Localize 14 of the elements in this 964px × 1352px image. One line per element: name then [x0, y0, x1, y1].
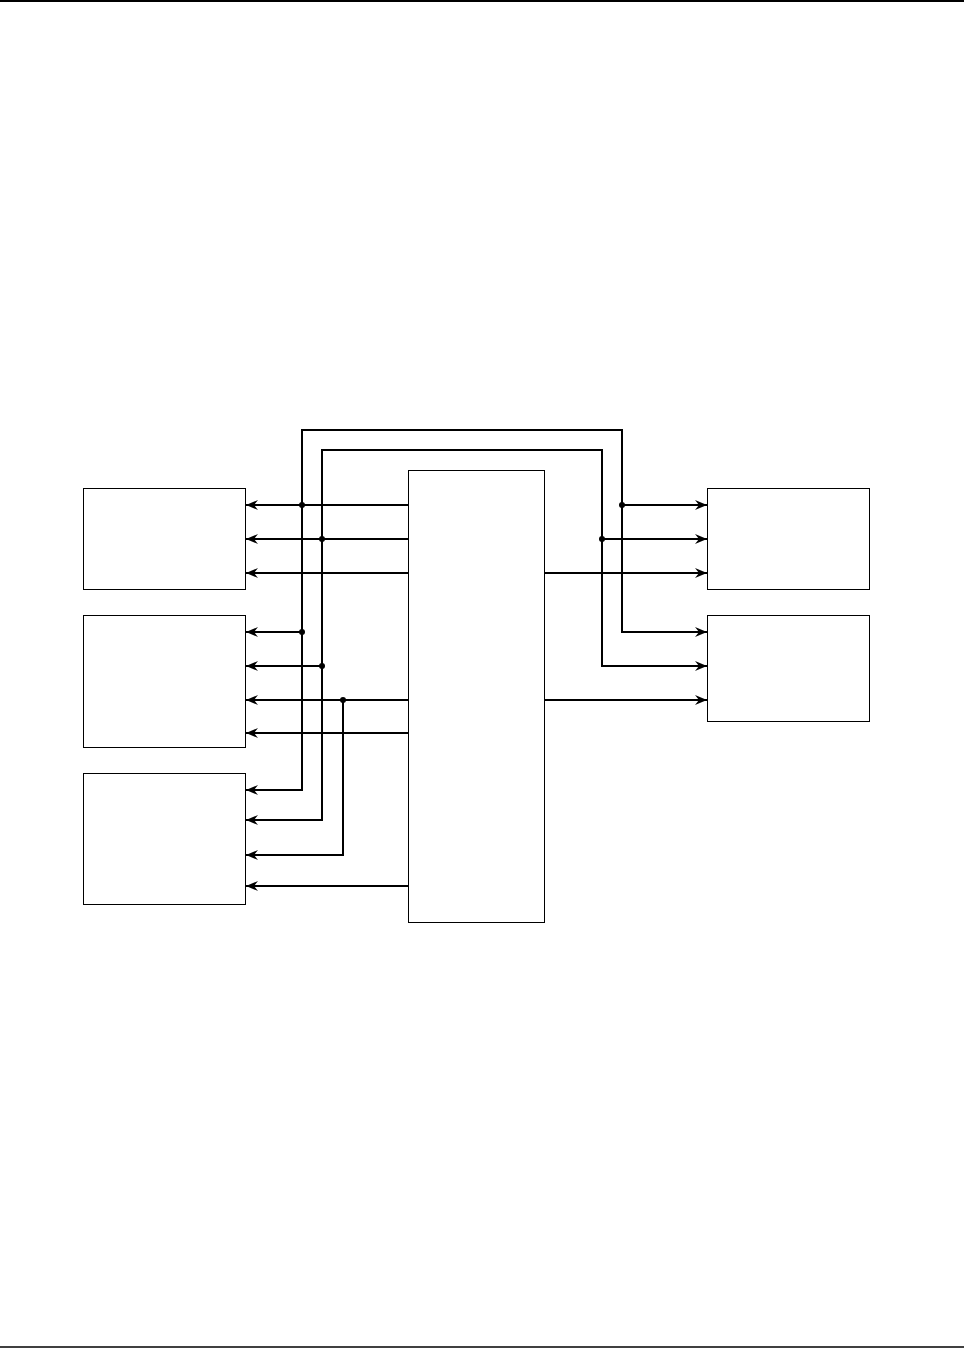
block-box	[408, 470, 545, 923]
arrow	[301, 429, 708, 637]
block-box	[83, 615, 246, 748]
arrow	[544, 695, 708, 705]
arrow	[321, 449, 708, 671]
block-box	[707, 615, 870, 722]
block-box	[83, 488, 246, 590]
block-box	[707, 488, 870, 590]
arrow	[544, 568, 708, 578]
arrow	[245, 568, 409, 578]
arrow	[245, 881, 409, 891]
block-box	[83, 773, 246, 905]
arrow	[245, 699, 409, 860]
arrow	[245, 728, 409, 738]
